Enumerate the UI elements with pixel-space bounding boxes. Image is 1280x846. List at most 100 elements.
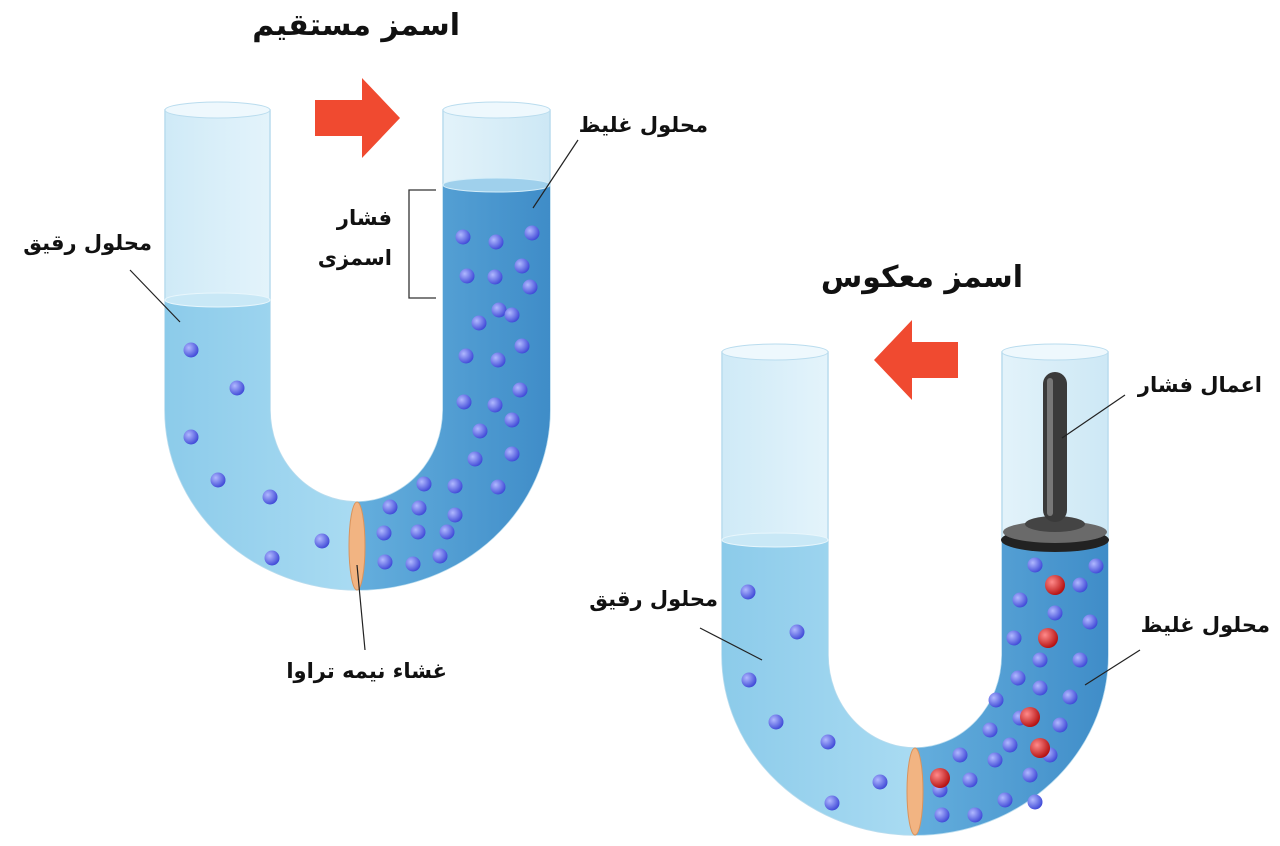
solvent-particle <box>432 548 448 564</box>
solvent-particle <box>504 307 520 323</box>
solvent-particle <box>1072 652 1088 668</box>
solvent-particle <box>524 225 540 241</box>
solvent-particle <box>377 554 393 570</box>
liquid-surface-right <box>442 177 551 193</box>
solvent-particle <box>1010 670 1026 686</box>
solvent-particle <box>514 258 530 274</box>
semipermeable-membrane <box>348 501 366 591</box>
solute-particle <box>1045 575 1065 595</box>
solvent-particle <box>962 772 978 788</box>
solvent-particle <box>472 423 488 439</box>
membrane-label: غشاء نیمه تراوا <box>286 659 447 683</box>
solvent-particle <box>405 556 421 572</box>
solvent-particle <box>1047 605 1063 621</box>
piston-rod <box>1043 372 1067 522</box>
solvent-particle <box>514 338 530 354</box>
reverse-concentrated-label: محلول غلیظ <box>1141 613 1270 637</box>
solvent-particle <box>1027 794 1043 810</box>
solvent-particle <box>229 380 245 396</box>
solvent-particle <box>1032 680 1048 696</box>
osmotic-pressure-label-1: فشار <box>336 206 392 230</box>
solvent-particle <box>488 234 504 250</box>
solvent-particle <box>467 451 483 467</box>
solvent-particle <box>490 479 506 495</box>
tube-rim-left <box>721 343 829 361</box>
direct-osmosis-u-tube <box>164 101 551 591</box>
solvent-particle <box>934 807 950 823</box>
liquid-surface-left <box>164 292 271 308</box>
direct-osmosis-title: اسمز مستقیم <box>252 8 460 43</box>
solvent-particle <box>512 382 528 398</box>
solvent-particle <box>789 624 805 640</box>
solvent-particle <box>1012 592 1028 608</box>
solvent-particle <box>455 229 471 245</box>
piston-collar <box>1025 516 1085 532</box>
solvent-particle <box>967 807 983 823</box>
solvent-particle <box>997 792 1013 808</box>
solvent-particle <box>504 412 520 428</box>
liquid-surface-left <box>721 532 829 548</box>
piston-rod-highlight <box>1047 378 1053 516</box>
tube-rim-right <box>442 101 551 119</box>
solvent-particle <box>1088 558 1104 574</box>
solvent-particle <box>1062 689 1078 705</box>
solvent-particle <box>741 672 757 688</box>
osmotic-pressure-label-2: اسمزی <box>318 246 392 270</box>
solvent-particle <box>447 478 463 494</box>
solvent-particle <box>459 268 475 284</box>
solvent-particle <box>768 714 784 730</box>
solvent-particle <box>376 525 392 541</box>
solvent-particle <box>1052 717 1068 733</box>
solvent-particle <box>740 584 756 600</box>
solvent-particle <box>410 524 426 540</box>
solvent-particle <box>1027 557 1043 573</box>
semipermeable-membrane <box>906 747 924 836</box>
solvent-particle <box>314 533 330 549</box>
solvent-particle <box>491 302 507 318</box>
leader-lines <box>129 139 1141 686</box>
solvent-particle <box>456 394 472 410</box>
solvent-particle <box>458 348 474 364</box>
tube-rim-left <box>164 101 271 119</box>
solvent-particle <box>210 472 226 488</box>
solvent-particle <box>1072 577 1088 593</box>
tube-rim-right <box>1001 343 1109 361</box>
solvent-particle <box>490 352 506 368</box>
direct-concentrated-label: محلول غلیظ <box>579 113 708 137</box>
flow-arrow-left-icon <box>874 320 958 400</box>
solvent-particle <box>183 342 199 358</box>
solvent-particle <box>872 774 888 790</box>
solvent-particle <box>382 499 398 515</box>
osmotic-pressure-bracket <box>408 189 436 299</box>
solvent-particle <box>952 747 968 763</box>
solvent-particle <box>411 500 427 516</box>
solvent-particle <box>504 446 520 462</box>
solvent-particle <box>1082 614 1098 630</box>
reverse-dilute-label: محلول رقیق <box>589 587 718 611</box>
solvent-particle <box>447 507 463 523</box>
solvent-particle <box>1006 630 1022 646</box>
solvent-particle <box>987 752 1003 768</box>
solvent-particle <box>1032 652 1048 668</box>
solvent-particle <box>820 734 836 750</box>
solvent-particle <box>416 476 432 492</box>
solvent-particle <box>1002 737 1018 753</box>
direct-dilute-label: محلول رقیق <box>23 231 152 255</box>
flow-arrow-right-icon <box>315 78 400 158</box>
solvent-particle <box>264 550 280 566</box>
solvent-particle <box>262 489 278 505</box>
solvent-particle <box>487 397 503 413</box>
solute-particle <box>930 768 950 788</box>
solvent-particle <box>988 692 1004 708</box>
solvent-particle <box>183 429 199 445</box>
reverse-osmosis-u-tube <box>721 343 1109 836</box>
solvent-particle <box>982 722 998 738</box>
solvent-particle <box>471 315 487 331</box>
solvent-particle <box>824 795 840 811</box>
solvent-particle <box>487 269 503 285</box>
solute-particle <box>1020 707 1040 727</box>
solute-particle <box>1038 628 1058 648</box>
solute-particle <box>1030 738 1050 758</box>
